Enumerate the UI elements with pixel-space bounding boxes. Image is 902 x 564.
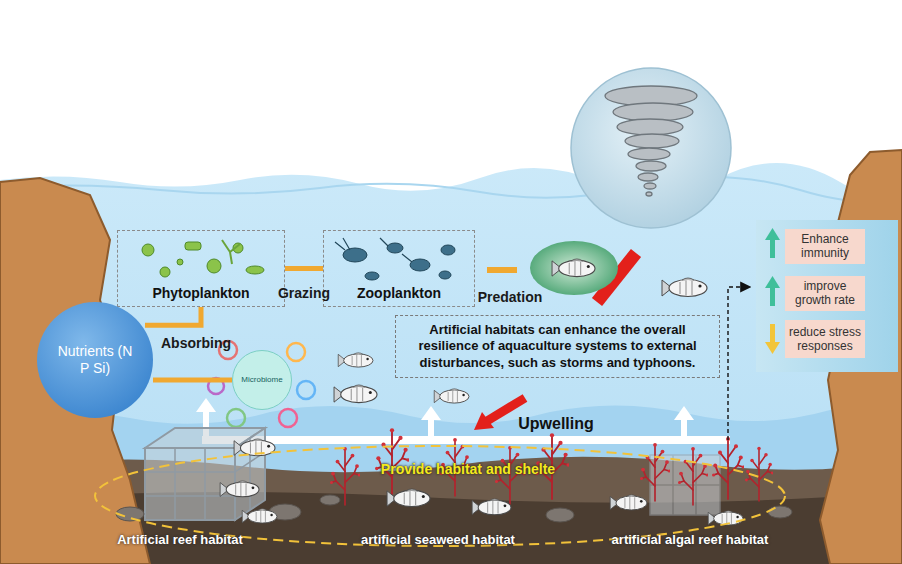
dashed-box: Phytoplankton [117,230,285,307]
dashed-box: Artificial habitats can enhance the over… [395,315,720,378]
process-label: Predation [478,289,543,305]
node-text: Phytoplankton [152,285,249,302]
effect-box: reduce stress responses [785,320,865,358]
node-text: Zooplankton [357,285,441,302]
flow-connector [145,307,201,325]
node-text: Enhance immunity [788,232,862,261]
flow-connector [285,266,323,271]
flow-label: Upwelling [518,415,594,433]
effect-box: Enhance immunity [785,229,865,264]
microbiome-circle: Microbiome [232,350,292,410]
edge-label: Grazing [278,285,330,301]
node-text: Artificial habitats can enhance the over… [405,322,710,371]
node-text: Microbiome [241,375,282,385]
node-text: reduce stress responses [788,325,862,354]
habitat-label: artificial seaweed habitat [361,532,515,547]
nutrient-circle: Nutrients (N P Si) [37,302,153,418]
node-text: Nutrients (N P Si) [56,343,134,377]
zone-label: Provide habitat and shelte [381,461,555,477]
edge-label: Absorbing [161,335,231,351]
habitat-label: artificial algal reef habitat [612,532,769,547]
node-text: improve growth rate [788,279,862,308]
effect-box: improve growth rate [785,276,865,311]
habitat-label: Artificial reef habitat [117,532,243,547]
flow-connector [153,378,232,383]
dashed-box: Zooplankton [323,230,475,307]
